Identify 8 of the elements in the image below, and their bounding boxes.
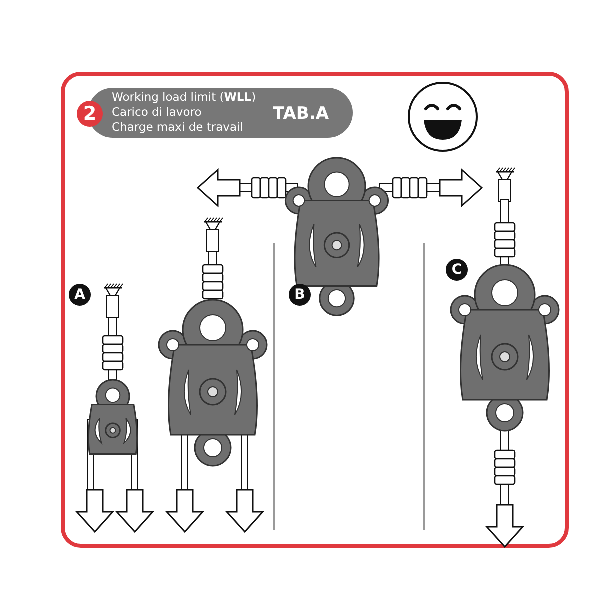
step-number: 2 <box>77 101 103 127</box>
callout-letter: A <box>69 284 91 306</box>
label-text: Charge maxi de travail <box>112 120 244 134</box>
callout-letter: B <box>289 284 311 306</box>
callout-letter: C <box>446 259 468 281</box>
label-text: Working load limit (WLL) <box>112 90 256 104</box>
label-text: Carico di lavoro <box>112 105 202 119</box>
table-label: TAB.A <box>273 104 330 124</box>
